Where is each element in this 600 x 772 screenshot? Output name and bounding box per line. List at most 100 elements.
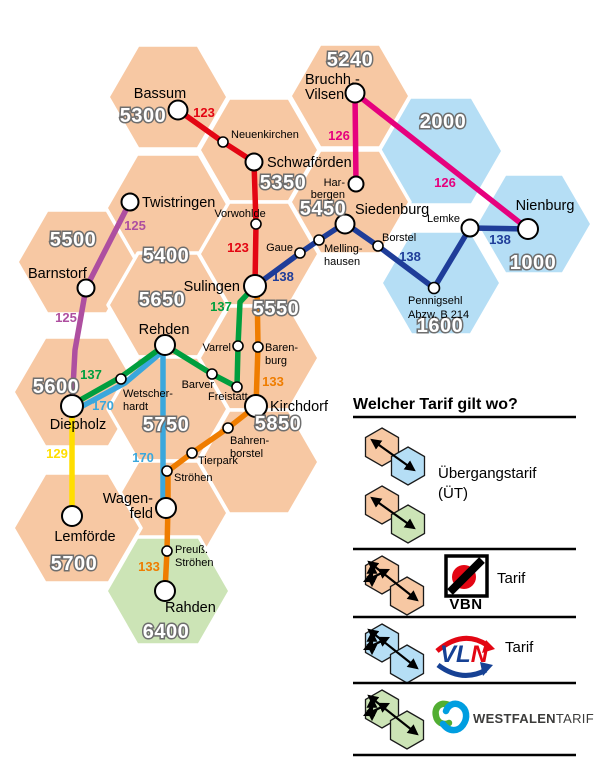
legend-vbn-tarif: Tarif: [497, 570, 526, 587]
route-label-170-2: 170: [132, 450, 154, 465]
legend-uebergang-line2: (ÜT): [438, 484, 468, 502]
route-label-133-2: 133: [138, 559, 160, 574]
route-170-line: [74, 348, 166, 511]
stop-bruchhausen-vilsen: [344, 82, 366, 104]
stop-label-harbergen-line1: Har-: [324, 177, 346, 189]
vbn-logo-bar: [447, 557, 485, 595]
route-number-labels: 123 123 126 126 138 138 138 125 125 137 …: [46, 105, 511, 574]
town-label-kirchdorf: Kirchdorf: [270, 399, 329, 415]
town-label-bassum: Bassum: [134, 86, 186, 102]
route-label-125-2: 125: [55, 310, 77, 325]
town-label-schwafoerden: Schwaförden: [267, 155, 352, 171]
vln-letter-v: V: [440, 641, 458, 668]
town-label-wagenfeld-line1: Wagen-: [103, 491, 153, 507]
stop-label-mellinghausen-line2: hausen: [324, 256, 360, 268]
town-label-twistringen: Twistringen: [142, 195, 215, 211]
stop-rehden: [154, 334, 176, 356]
stop-label-varrel: Varrel: [202, 342, 231, 354]
stop-lemke: [460, 218, 480, 238]
town-label-bruchhausen-line1: Bruchh.-: [305, 72, 360, 88]
stop-schwafoerden: [244, 152, 264, 172]
stop-label-barver: Barver: [182, 379, 215, 391]
legend-uebergang-line1: Übergangstarif: [438, 464, 537, 482]
stops: [60, 82, 539, 602]
legend-arrow-vbn-short2: [363, 568, 390, 583]
stop-kirchdorf: [244, 394, 268, 418]
route-label-126-1: 126: [328, 128, 350, 143]
stop-label-preuss-stroehen-line2: Ströhen: [175, 557, 214, 569]
town-label-barnstorf: Barnstorf: [28, 266, 88, 282]
stop-wetscherhardt: [115, 373, 127, 385]
zone-label-1600: 1600: [417, 315, 464, 337]
zone-label-1000: 1000: [510, 252, 557, 274]
zone-label-6400: 6400: [143, 621, 190, 643]
vbn-logo: VBN: [444, 554, 489, 613]
route-label-138-3: 138: [489, 232, 511, 247]
town-label-sulingen: Sulingen: [184, 279, 240, 295]
route-126-vilsen-nienburg-line: [352, 90, 531, 232]
vln-letter-n: N: [471, 641, 489, 668]
stop-label-tierpark: Tierpark: [198, 455, 238, 467]
stop-label-harbergen-line2: bergen: [311, 189, 345, 201]
town-label-nienburg: Nienburg: [516, 198, 575, 214]
stop-nienburg: [517, 218, 539, 240]
zone-label-5300: 5300: [120, 105, 167, 127]
route-label-138-2: 138: [399, 249, 421, 264]
route-label-123-2: 123: [227, 240, 249, 255]
stop-label-pennigsehl-line2: Abzw. B 214: [408, 309, 469, 321]
route-label-125-1: 125: [124, 218, 146, 233]
vln-logo-red-arc: [435, 635, 489, 653]
westfalentarif-logo-text: WESTFALENTARIF: [473, 711, 594, 726]
stop-bahrenborstel: [222, 422, 234, 434]
stop-tierpark: [186, 447, 198, 459]
route-label-137-1: 137: [210, 299, 232, 314]
legend-arrow-ut2: [370, 496, 416, 530]
vln-logo: VLN: [435, 635, 495, 678]
route-label-133-1: 133: [262, 374, 284, 389]
stop-borstel: [372, 240, 384, 252]
stop-sulingen: [243, 274, 267, 298]
legend-arrow-vln-short2: [363, 636, 390, 651]
stop-rahden: [154, 580, 176, 602]
town-label-wagenfeld-line2: feld: [130, 506, 153, 522]
stop-wagenfeld: [155, 497, 177, 519]
vbn-logo-text: VBN: [449, 596, 482, 613]
town-label-diepholz: Diepholz: [50, 417, 106, 433]
stop-twistringen: [120, 192, 140, 212]
stop-label-pennigsehl-line1: Pennigsehl: [408, 295, 462, 307]
westfalentarif-text-light: TARIF: [556, 711, 594, 726]
route-label-170-1: 170: [92, 398, 114, 413]
vln-logo-red-arrowhead: [482, 640, 495, 653]
stop-label-wetscherhardt-line2: hardt: [123, 401, 148, 413]
vln-logo-blue-arc: [436, 662, 488, 678]
stop-mellinghausen: [313, 234, 325, 246]
stop-label-barenburg-line1: Baren-: [265, 342, 298, 354]
westfalentarif-text-bold: WESTFALEN: [473, 711, 556, 726]
town-labels: Bassum Bruchh.- Vilsen Nienburg Schwaför…: [28, 72, 574, 616]
stop-lemfoerde: [61, 505, 83, 527]
route-125-line: [69, 199, 133, 409]
stop-bassum: [167, 99, 189, 121]
stop-freistatt: [231, 381, 243, 393]
stop-preuss-stroehen: [161, 545, 173, 557]
stop-barver: [206, 368, 218, 380]
town-label-rahden: Rahden: [165, 600, 216, 616]
route-label-137-2: 137: [80, 367, 102, 382]
route-label-129: 129: [46, 446, 68, 461]
stop-label-bahrenborstel-line2: borstel: [230, 448, 263, 460]
vln-logo-text: VLN: [440, 641, 489, 668]
zone-label-5600: 5600: [33, 376, 80, 398]
stop-label-bahrenborstel-line1: Bahren-: [230, 435, 269, 447]
route-137-line: [72, 283, 258, 406]
zone-label-2000: 2000: [420, 111, 467, 133]
legend: Welcher Tarif gilt wo? Übergangstarif (Ü…: [353, 396, 594, 757]
legend-arrow-ut1: [370, 438, 416, 472]
stop-label-lemke: Lemke: [427, 213, 460, 225]
vln-letter-l: L: [456, 641, 471, 668]
stop-diepholz: [60, 394, 84, 418]
zone-label-5750: 5750: [143, 414, 190, 436]
stop-neuenkirchen: [217, 136, 229, 148]
stop-label-vorwohlde: Vorwohlde: [214, 208, 265, 220]
stop-gaue: [294, 247, 306, 259]
